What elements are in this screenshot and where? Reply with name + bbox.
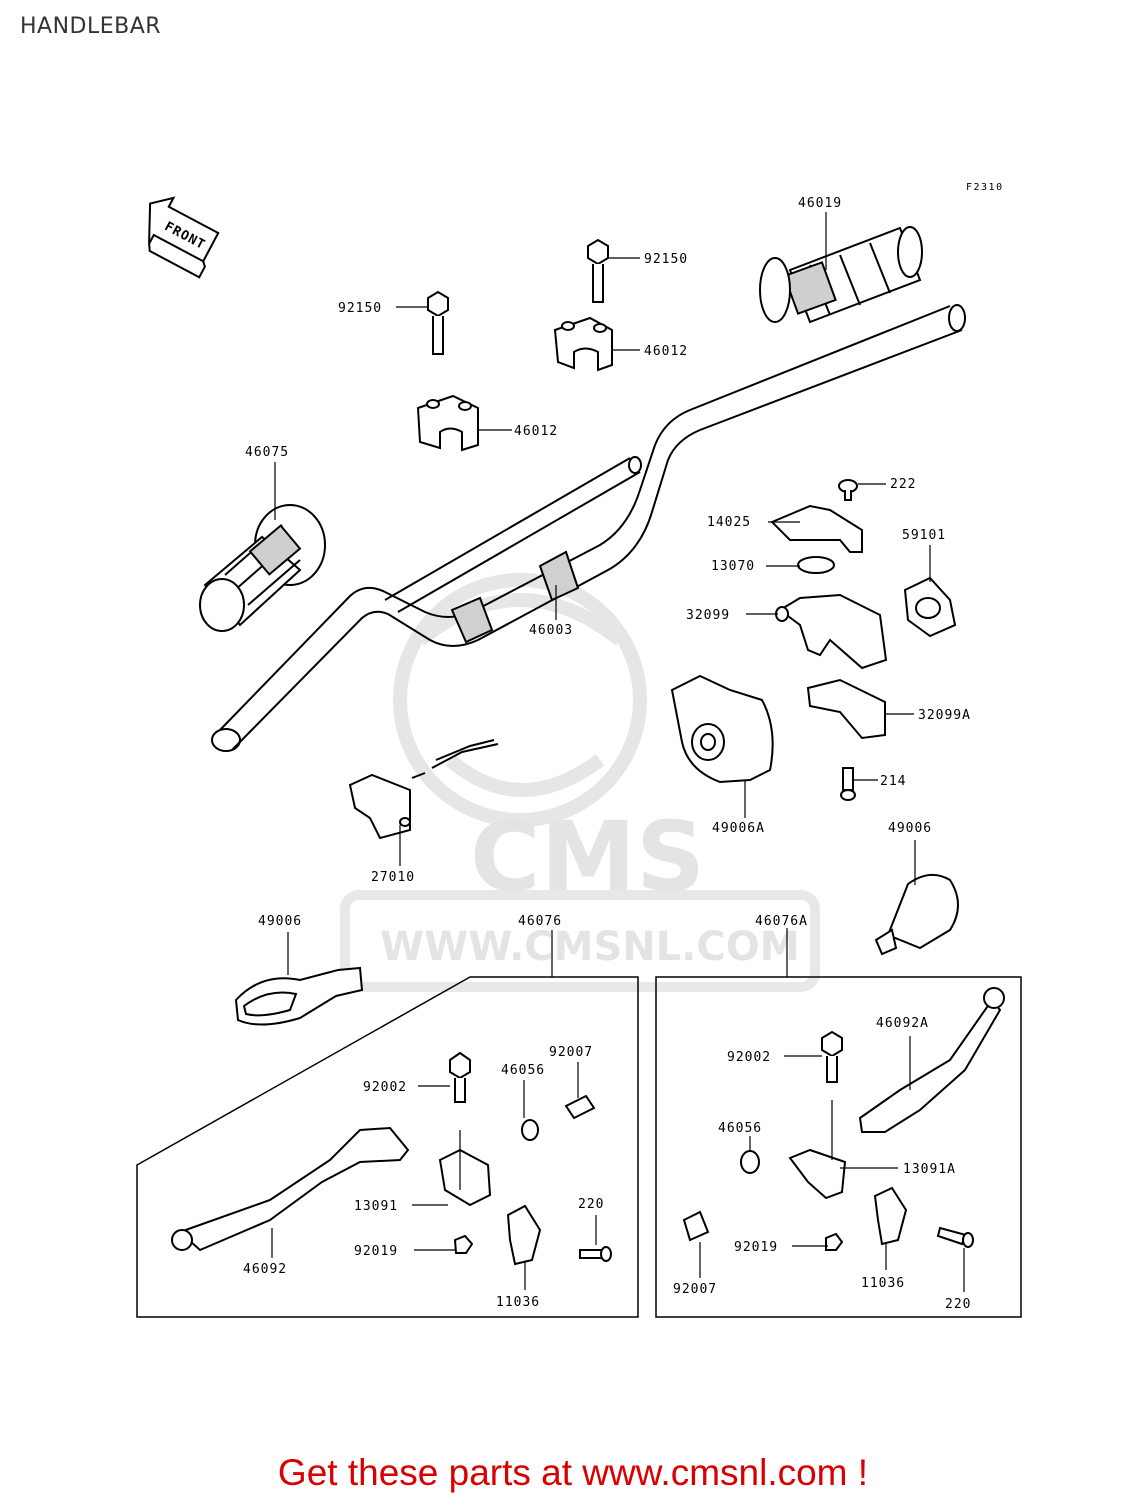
label-220-left: 220 <box>578 1197 604 1212</box>
label-214: 214 <box>880 774 906 789</box>
cover-14025 <box>770 504 863 553</box>
ring-13070 <box>797 556 835 574</box>
handlebar <box>211 304 966 752</box>
label-49006A: 49006A <box>712 821 765 836</box>
label-46056-left: 46056 <box>501 1063 545 1078</box>
watermark: CMS WWW.CMSNL.COM <box>340 573 820 992</box>
label-46003: 46003 <box>529 623 573 638</box>
label-92002-left: 92002 <box>363 1080 407 1095</box>
label-46012-lower: 46012 <box>514 424 558 439</box>
page-title: HANDLEBAR <box>20 14 162 39</box>
label-11036-left: 11036 <box>496 1295 540 1310</box>
label-46012-upper: 46012 <box>644 344 688 359</box>
watermark-url: WWW.CMSNL.COM <box>380 924 800 970</box>
left-grip <box>199 504 326 632</box>
left-lever-parts <box>171 1051 612 1266</box>
label-13070: 13070 <box>711 559 755 574</box>
leader-lines <box>271 212 965 1292</box>
label-13091A-right: 13091A <box>903 1162 956 1177</box>
label-92007-right: 92007 <box>673 1282 717 1297</box>
label-49006-left: 49006 <box>258 914 302 929</box>
label-46019: 46019 <box>798 196 842 211</box>
label-49006-right: 49006 <box>888 821 932 836</box>
label-92019-right: 92019 <box>734 1240 778 1255</box>
label-46076A: 46076A <box>755 914 808 929</box>
bolt-92150-left <box>427 290 449 355</box>
label-32099: 32099 <box>686 608 730 623</box>
label-222: 222 <box>890 477 916 492</box>
front-arrow-icon: FRONT <box>148 196 220 279</box>
footer-link[interactable]: Get these parts at www.cmsnl.com ! <box>277 1452 869 1493</box>
cover-49006A <box>670 674 774 784</box>
label-32099A: 32099A <box>918 708 971 723</box>
cable-holder-59101 <box>903 576 957 638</box>
bolt-214 <box>840 767 856 801</box>
label-92007-left: 92007 <box>549 1045 593 1060</box>
housing-32099 <box>775 593 888 670</box>
part-labels: 46019 92150 92150 46012 46012 46075 222 … <box>243 196 971 1312</box>
label-14025: 14025 <box>707 515 751 530</box>
label-220-right: 220 <box>945 1297 971 1312</box>
label-92150-right: 92150 <box>644 252 688 267</box>
label-92019-left: 92019 <box>354 1244 398 1259</box>
label-13091-left: 13091 <box>354 1199 398 1214</box>
screw-222 <box>838 479 858 501</box>
clamp-46012-upper <box>553 316 613 372</box>
label-92002-right: 92002 <box>727 1050 771 1065</box>
right-throttle-grip <box>759 226 923 324</box>
switch-27010 <box>348 739 499 840</box>
label-46075: 46075 <box>245 445 289 460</box>
lever-cover-49006-left <box>234 966 364 1026</box>
label-59101: 59101 <box>902 528 946 543</box>
label-46092A-right: 46092A <box>876 1016 929 1031</box>
bolt-92150-right <box>587 238 609 303</box>
label-46092-left: 46092 <box>243 1262 287 1277</box>
clamp-46012-lower <box>416 394 479 452</box>
label-27010: 27010 <box>371 870 415 885</box>
label-92150-left: 92150 <box>338 301 382 316</box>
label-11036-right: 11036 <box>861 1276 905 1291</box>
housing-32099A <box>806 678 886 740</box>
right-lever-box <box>655 976 1022 1318</box>
left-lever-box <box>136 976 639 1318</box>
lever-cover-49006-right <box>874 873 959 956</box>
label-46056-right: 46056 <box>718 1121 762 1136</box>
figure-code: F2310 <box>966 182 1004 193</box>
right-lever-parts <box>682 987 1005 1251</box>
label-46076: 46076 <box>518 914 562 929</box>
watermark-brand: CMS <box>470 801 705 913</box>
